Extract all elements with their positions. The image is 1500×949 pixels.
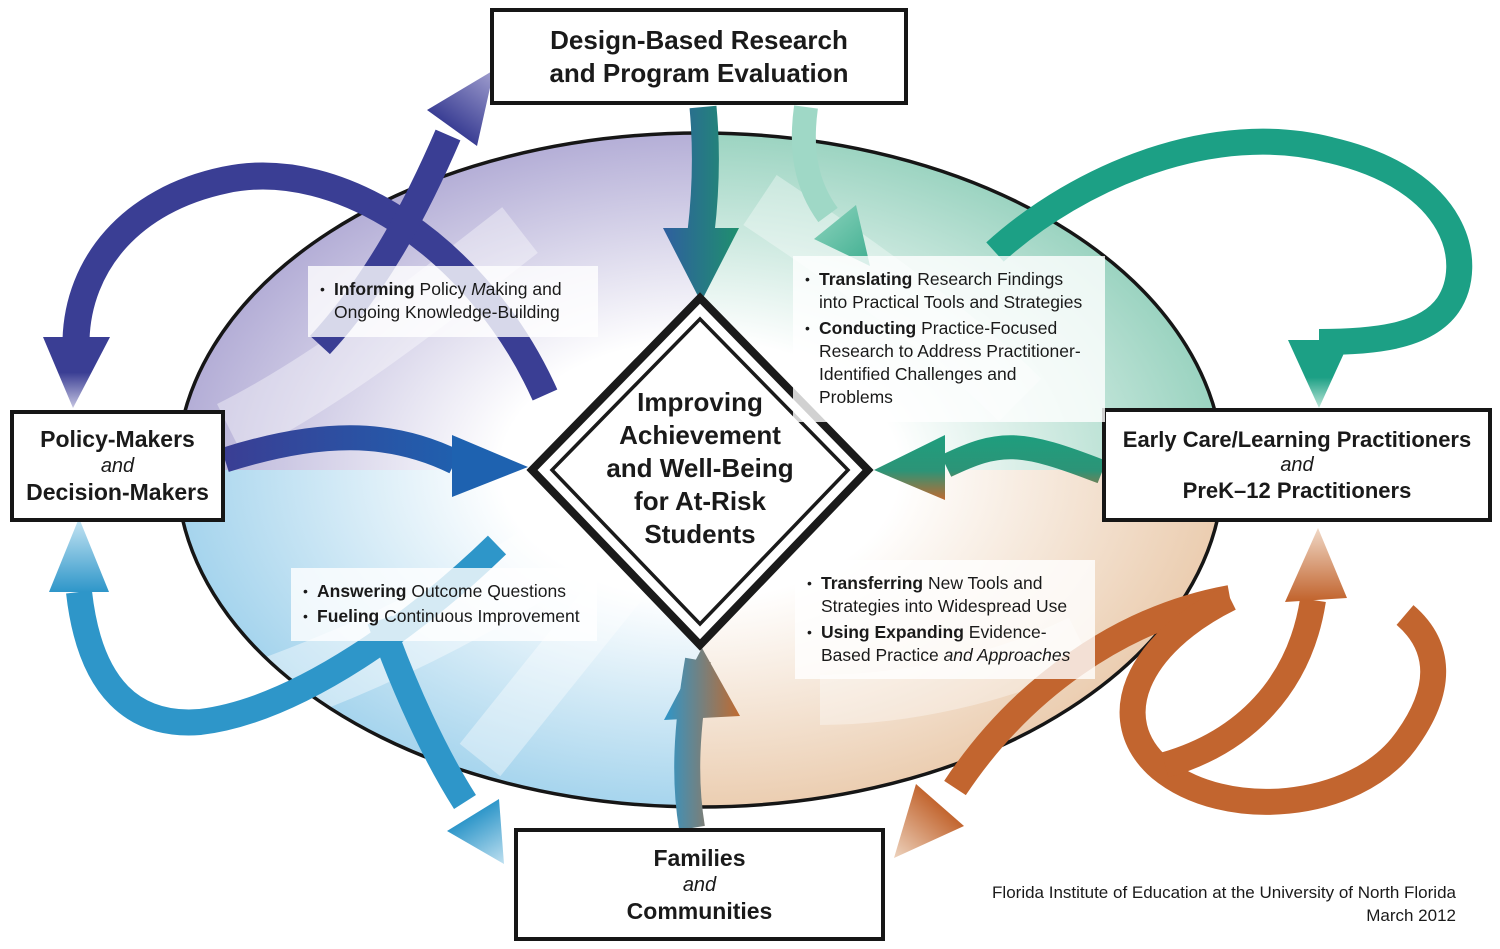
goal-line: and Well-Being <box>606 453 794 484</box>
bullet-item: • Translating Research Findings into Pra… <box>805 268 1093 315</box>
bullet-text: Answering Outcome Questions <box>317 581 566 601</box>
node-label-connector: and <box>1280 454 1314 476</box>
arrowhead-orange-up <box>1285 528 1347 602</box>
node-practitioners: Early Care/Learning Practitioners and Pr… <box>1102 408 1492 522</box>
note-top-left: • Informing Policy Making and Ongoing Kn… <box>308 266 598 337</box>
bullet-item: • Using Expanding Evidence-Based Practic… <box>807 621 1083 668</box>
arrow-orange-loop <box>1119 586 1447 815</box>
goal-line: Achievement <box>619 420 781 451</box>
attribution-date: March 2012 <box>1366 905 1456 925</box>
node-label-connector: and <box>100 455 135 477</box>
node-label-line: Policy-Makers <box>40 426 195 453</box>
bullet-marker: • <box>805 319 810 336</box>
arrow-cyan-to-families <box>367 615 476 809</box>
arrow-orange-to-practitioners <box>1161 597 1326 778</box>
node-label-line: Design-Based Research <box>550 25 848 55</box>
bullet-text: Informing Policy Making and Ongoing Know… <box>334 279 562 323</box>
node-label-line: and Program Evaluation <box>549 57 849 88</box>
note-bottom-left: • Answering Outcome Questions • Fueling … <box>291 568 597 641</box>
node-label-line: Families <box>653 844 746 871</box>
arrow-research-to-center <box>687 105 719 234</box>
arrowhead-teal-down <box>1288 340 1350 408</box>
arrowhead-cyan-se <box>447 799 504 864</box>
bullet-text: Using Expanding Evidence-Based Practice … <box>821 621 1071 665</box>
bullet-text: Fueling Continuous Improvement <box>317 606 580 627</box>
goal-line: Improving <box>637 387 763 417</box>
attribution-line: Florida Institute of Education at the Un… <box>992 883 1456 902</box>
arrowhead-purple-down <box>43 337 110 408</box>
bullet-text: Transferring New Tools and Strategies in… <box>821 573 1068 617</box>
arrow-practitioners-to-center <box>940 435 1107 484</box>
node-label-line: Communities <box>626 897 773 924</box>
swoosh-top-left <box>217 207 538 456</box>
node-families-communities: Families and Communities <box>514 828 885 941</box>
arrowhead-purple-ne <box>427 70 494 146</box>
note-top-right: • Translating Research Findings into Pra… <box>793 256 1105 422</box>
arrow-teal-loop-to-practitioners <box>986 128 1473 355</box>
bullet-marker: • <box>303 583 308 599</box>
arrow-policy-to-center <box>221 425 461 474</box>
goal-line: Students <box>644 519 756 550</box>
node-label-connector: and <box>682 873 717 896</box>
arrowhead-orange-sw <box>894 784 964 858</box>
bullet-text: Translating Research Findings into Pract… <box>819 269 1083 313</box>
bullet-marker: • <box>303 608 308 625</box>
node-label-line: PreK–12 Practitioners <box>1182 478 1412 503</box>
bullet-item: • Informing Policy Making and Ongoing Kn… <box>320 278 586 325</box>
bullet-text: Conducting Practice-Focused Research to … <box>819 317 1081 408</box>
bullet-item: • Transferring New Tools and Strategies … <box>807 572 1083 619</box>
node-label-line: Early Care/Learning Practitioners <box>1122 426 1472 452</box>
bullet-item: • Fueling Continuous Improvement <box>303 605 585 628</box>
arrowhead-tealorange-left <box>874 435 945 500</box>
node-label-line: Decision-Makers <box>26 479 209 505</box>
bullet-item: • Conducting Practice-Focused Research t… <box>805 317 1093 410</box>
bullet-marker: • <box>807 623 812 640</box>
attribution: Florida Institute of Education at the Un… <box>992 882 1456 928</box>
arrowhead-cyan-up <box>49 518 109 592</box>
node-design-based-research: Design-Based Research and Program Evalua… <box>490 8 908 105</box>
arrowhead-bluegreen-down <box>663 228 739 302</box>
bullet-marker: • <box>805 271 810 287</box>
arrowhead-blueorange-up <box>664 648 740 720</box>
note-bottom-right: • Transferring New Tools and Strategies … <box>795 560 1095 680</box>
arrowhead-lightteal-se <box>814 205 870 266</box>
arrowhead-blue-right <box>452 435 528 497</box>
arrow-research-to-practice-quadrant <box>791 105 838 223</box>
bullet-item: • Answering Outcome Questions <box>303 580 585 603</box>
goal-line: for At-Risk <box>634 486 766 517</box>
bullet-marker: • <box>807 575 812 591</box>
node-policy-makers: Policy-Makers and Decision-Makers <box>10 410 225 522</box>
bullet-marker: • <box>320 281 325 297</box>
center-goal-text: Improving Achievement and Well-Being for… <box>560 386 840 551</box>
